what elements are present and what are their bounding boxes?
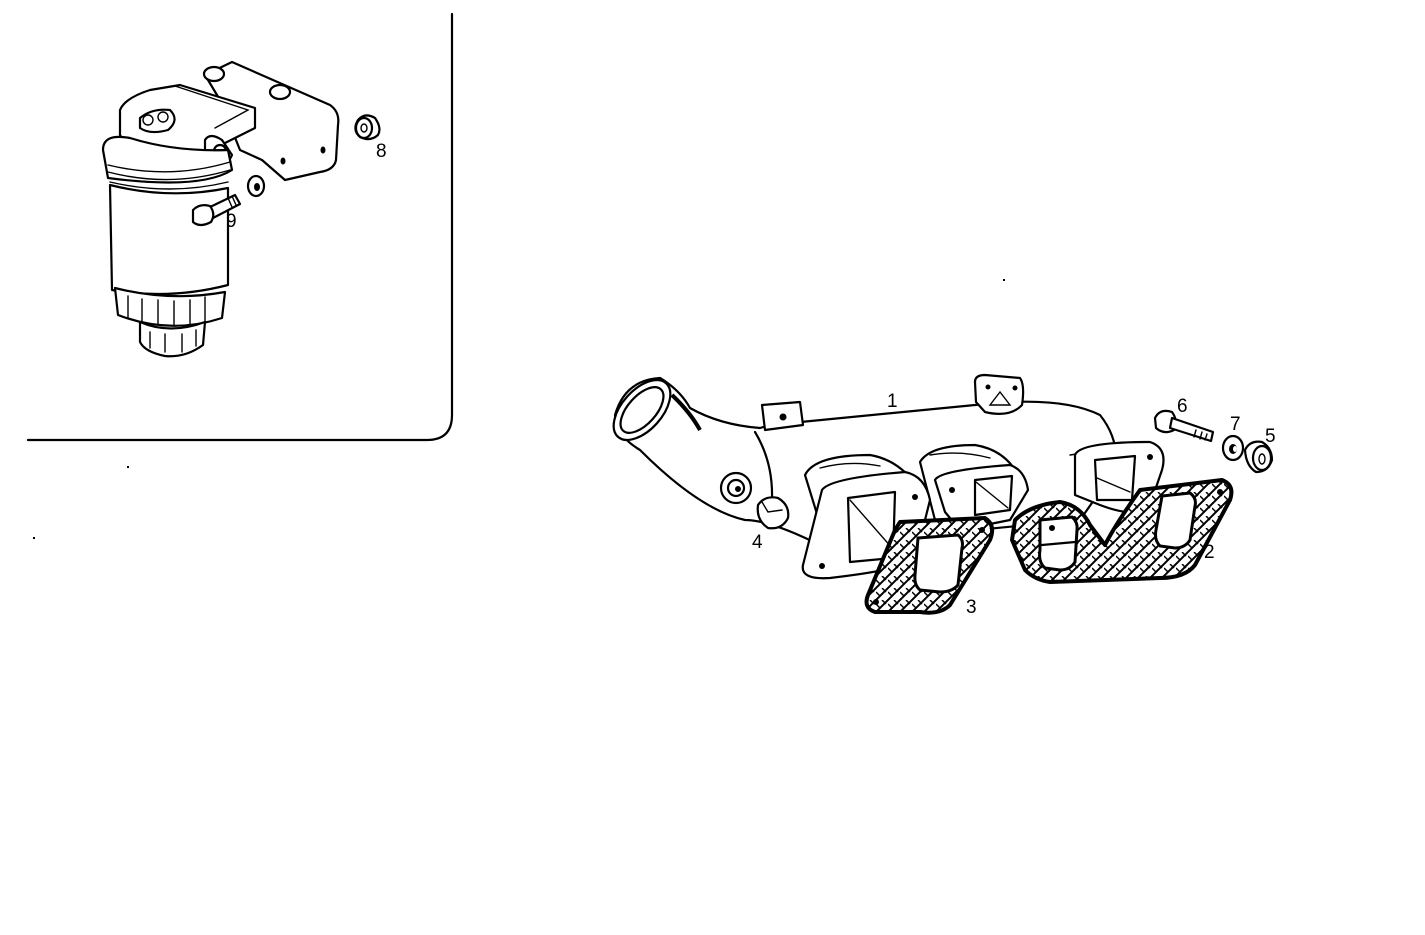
- part-2-gasket: [1010, 478, 1234, 584]
- part-4-plug: [756, 496, 790, 530]
- part-5-spacer: [1243, 440, 1274, 474]
- callout-3: 3: [966, 597, 977, 618]
- fuel-filter-assembly: [101, 60, 340, 358]
- callout-5: 5: [1265, 426, 1276, 447]
- part-9-bolt: [191, 174, 266, 227]
- callout-8: 8: [376, 141, 387, 162]
- callout-1: 1: [887, 391, 898, 412]
- part-6-bolt: [1153, 409, 1215, 443]
- callout-4: 4: [752, 532, 763, 553]
- inset-frame: [26, 12, 454, 442]
- exhaust-manifold: [612, 373, 1165, 580]
- part-8-spacer: [354, 114, 381, 141]
- callout-9: 9: [226, 211, 237, 232]
- callout-6: 6: [1177, 396, 1188, 417]
- callout-7: 7: [1230, 414, 1241, 435]
- callout-2: 2: [1204, 542, 1215, 563]
- part-3-gasket: [864, 516, 995, 615]
- part-7-washer: [1221, 434, 1245, 462]
